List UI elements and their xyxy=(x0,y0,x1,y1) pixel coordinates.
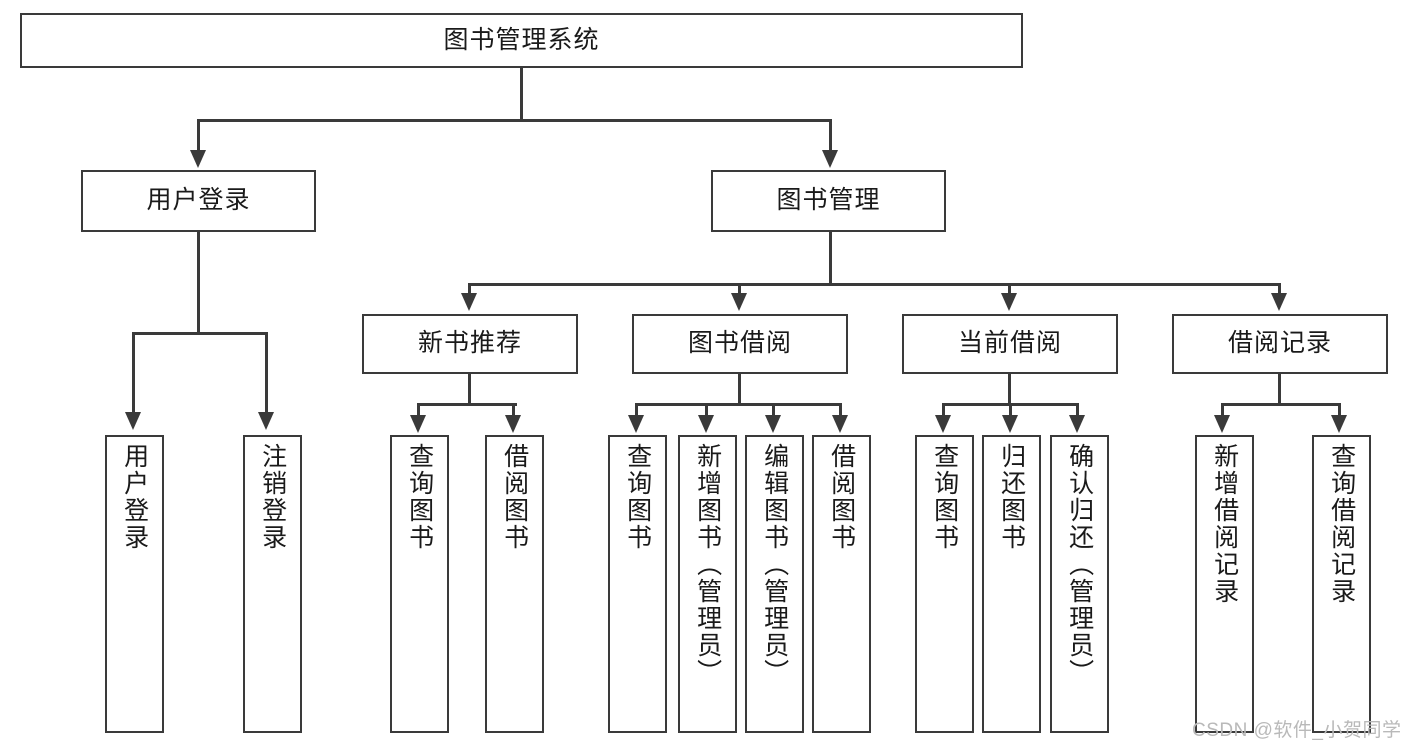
edge-to-leaf-return-book xyxy=(1009,403,1012,423)
node-label: 新书推荐 xyxy=(417,329,522,358)
edge-to-leaf-query-book-2 xyxy=(635,403,638,423)
node-label: 借阅图书 xyxy=(500,443,529,551)
node-label: 用户登录 xyxy=(146,186,251,215)
edge-to-leaf-query-book-3 xyxy=(942,403,945,423)
edge-to-leaf-user-login xyxy=(132,332,135,414)
node-label: 查询图书 xyxy=(405,443,434,551)
edge-book-manage-stem xyxy=(829,232,832,285)
edge-to-leaf-add-record xyxy=(1221,403,1224,423)
arrowhead-leaf-logout-login xyxy=(258,412,274,430)
node-root-system[interactable]: 图书管理系统 xyxy=(20,13,1023,68)
node-leaf-return-book[interactable]: 归还图书 xyxy=(982,435,1041,733)
node-leaf-add-record[interactable]: 新增借阅记录 xyxy=(1195,435,1254,733)
node-leaf-query-record[interactable]: 查询借阅记录 xyxy=(1312,435,1371,733)
edge-to-leaf-borrow-book-2 xyxy=(839,403,842,423)
node-leaf-add-book[interactable]: 新增图书（管理员） xyxy=(678,435,737,733)
node-leaf-confirm-return[interactable]: 确认归还（管理员） xyxy=(1050,435,1109,733)
edge-to-leaf-query-book-1 xyxy=(417,403,420,423)
node-label: 查询图书 xyxy=(623,443,652,551)
edge-level2-bus xyxy=(197,119,832,122)
node-label: 用户登录 xyxy=(120,443,149,551)
node-leaf-query-book-1[interactable]: 查询图书 xyxy=(390,435,449,733)
edge-new-book-recommend-stem xyxy=(468,374,471,405)
arrowhead-leaf-query-book-1 xyxy=(410,415,426,433)
arrowhead-leaf-confirm-return xyxy=(1069,415,1085,433)
node-label: 新增借阅记录 xyxy=(1210,443,1239,605)
arrowhead-leaf-borrow-book-1 xyxy=(505,415,521,433)
node-new-book-recommend[interactable]: 新书推荐 xyxy=(362,314,578,374)
edge-to-user-login xyxy=(197,119,200,152)
edge-new-book-recommend-bus xyxy=(417,403,517,406)
edge-root-stem xyxy=(520,68,523,120)
node-label: 图书管理系统 xyxy=(443,25,600,54)
edge-to-leaf-query-record xyxy=(1338,403,1341,423)
arrowhead-leaf-query-record xyxy=(1331,415,1347,433)
node-user-login[interactable]: 用户登录 xyxy=(81,170,316,232)
node-label: 查询借阅记录 xyxy=(1327,443,1356,605)
arrowhead-book-manage xyxy=(822,150,838,168)
arrowhead-leaf-borrow-book-2 xyxy=(832,415,848,433)
arrowhead-borrow-record xyxy=(1271,293,1287,311)
node-leaf-borrow-book-2[interactable]: 借阅图书 xyxy=(812,435,871,733)
node-label: 注销登录 xyxy=(258,443,287,551)
arrowhead-leaf-return-book xyxy=(1002,415,1018,433)
node-leaf-user-login[interactable]: 用户登录 xyxy=(105,435,164,733)
edge-to-book-manage xyxy=(829,119,832,152)
node-label: 图书借阅 xyxy=(687,329,792,358)
edge-level3-bus xyxy=(468,283,1281,286)
edge-to-leaf-borrow-book-1 xyxy=(512,403,515,423)
node-leaf-borrow-book-1[interactable]: 借阅图书 xyxy=(485,435,544,733)
arrowhead-leaf-add-book xyxy=(698,415,714,433)
arrowhead-leaf-query-book-2 xyxy=(628,415,644,433)
node-label: 借阅记录 xyxy=(1227,329,1332,358)
node-label: 查询图书 xyxy=(930,443,959,551)
edge-user-login-stem xyxy=(197,232,200,333)
edge-to-leaf-confirm-return xyxy=(1076,403,1079,423)
edge-book-borrow-stem xyxy=(738,374,741,405)
node-book-manage[interactable]: 图书管理 xyxy=(711,170,946,232)
arrowhead-leaf-user-login xyxy=(125,412,141,430)
arrowhead-leaf-edit-book xyxy=(765,415,781,433)
arrowhead-leaf-query-book-3 xyxy=(935,415,951,433)
arrowhead-new-book-recommend xyxy=(461,293,477,311)
arrowhead-book-borrow xyxy=(731,293,747,311)
node-book-borrow[interactable]: 图书借阅 xyxy=(632,314,848,374)
arrowhead-user-login xyxy=(190,150,206,168)
node-label: 当前借阅 xyxy=(957,329,1062,358)
arrowhead-leaf-add-record xyxy=(1214,415,1230,433)
edge-to-leaf-add-book xyxy=(705,403,708,423)
edge-borrow-record-stem xyxy=(1278,374,1281,405)
edge-book-borrow-bus xyxy=(635,403,840,406)
node-leaf-edit-book[interactable]: 编辑图书（管理员） xyxy=(745,435,804,733)
edge-borrow-record-bus xyxy=(1221,403,1338,406)
node-current-borrow[interactable]: 当前借阅 xyxy=(902,314,1118,374)
edge-to-leaf-edit-book xyxy=(772,403,775,423)
node-leaf-query-book-2[interactable]: 查询图书 xyxy=(608,435,667,733)
node-leaf-logout-login[interactable]: 注销登录 xyxy=(243,435,302,733)
edge-current-borrow-stem xyxy=(1008,374,1011,405)
node-label: 新增图书（管理员） xyxy=(693,443,722,686)
node-label: 确认归还（管理员） xyxy=(1065,443,1094,686)
node-leaf-query-book-3[interactable]: 查询图书 xyxy=(915,435,974,733)
arrowhead-current-borrow xyxy=(1001,293,1017,311)
node-label: 借阅图书 xyxy=(827,443,856,551)
node-borrow-record[interactable]: 借阅记录 xyxy=(1172,314,1388,374)
edge-to-leaf-logout-login xyxy=(265,332,268,414)
node-label: 图书管理 xyxy=(776,186,881,215)
edge-user-login-bus xyxy=(132,332,268,335)
node-label: 归还图书 xyxy=(997,443,1026,551)
node-label: 编辑图书（管理员） xyxy=(760,443,789,686)
